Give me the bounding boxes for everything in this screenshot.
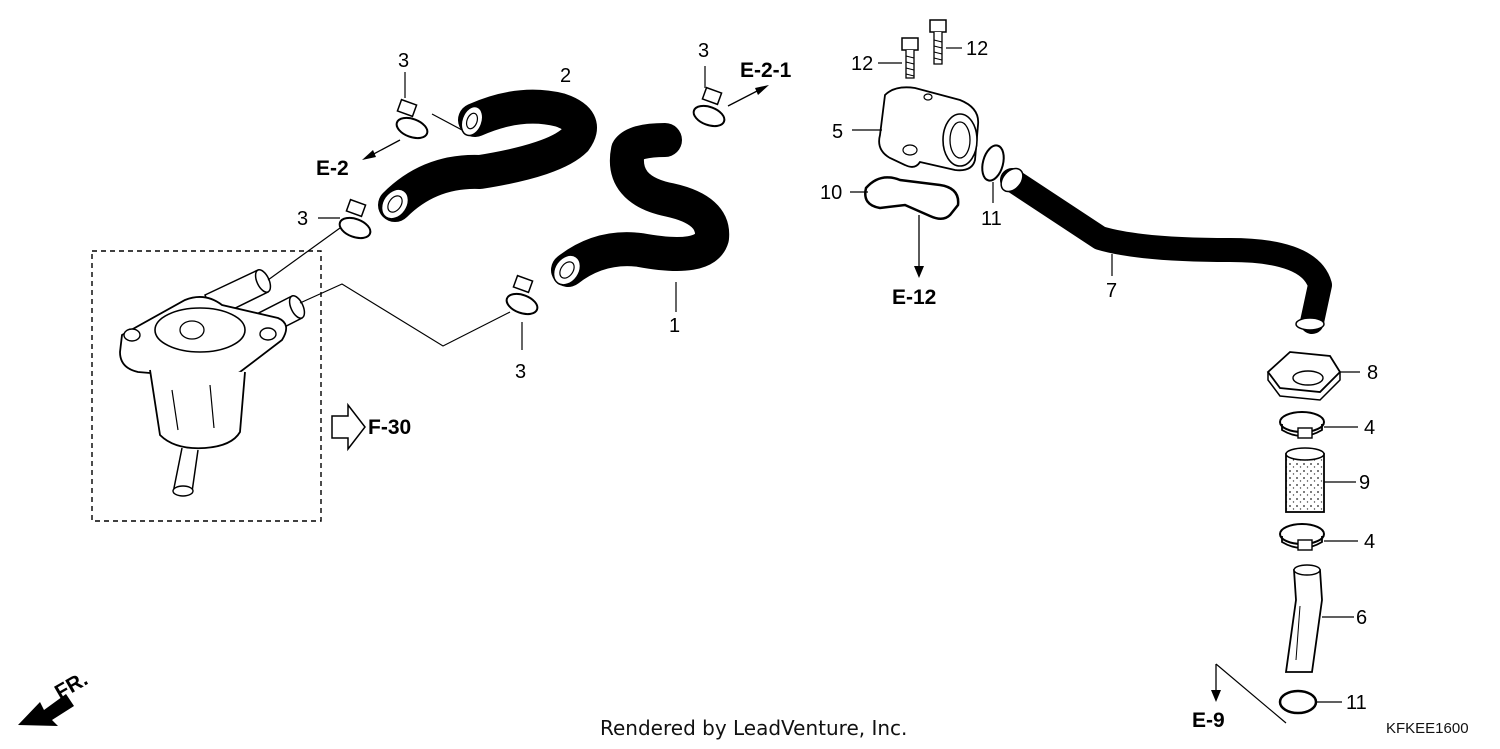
e21-label: E-2-1 (740, 59, 792, 82)
e9-label: E-9 (1192, 709, 1225, 732)
callout-12: 12 (851, 53, 873, 75)
callout-11: 11 (981, 208, 1002, 230)
f30-label: F-30 (368, 416, 411, 439)
callout-3: 3 (515, 361, 526, 383)
f30-reference: F-30 (331, 402, 411, 452)
bolt-12-left (878, 37, 919, 79)
oring-11-top (981, 144, 1005, 203)
clamp-3-bottom (505, 274, 539, 350)
callout-11: 11 (1346, 692, 1367, 714)
e9-reference: E-9 (1192, 664, 1225, 732)
e2-reference: E-2 (316, 139, 401, 180)
clamp-3-left (318, 198, 372, 240)
callout-4: 4 (1364, 417, 1375, 439)
callout-12: 12 (966, 38, 988, 60)
callout-3: 3 (698, 40, 709, 62)
hose-2 (378, 89, 597, 222)
clamp-3-right (692, 66, 726, 128)
oring-11-bottom (1215, 663, 1342, 724)
callout-7: 7 (1106, 280, 1117, 302)
rendered-by-text: Rendered by LeadVenture, Inc. (600, 716, 908, 740)
callout-5: 5 (832, 121, 843, 143)
hose-9 (1285, 447, 1356, 513)
clamp-4-top (1279, 411, 1358, 439)
grommet-8 (1266, 351, 1360, 401)
clamp-3-top (395, 72, 429, 140)
hose-1 (551, 123, 730, 312)
callout-4: 4 (1364, 531, 1375, 553)
callout-2: 2 (560, 65, 571, 87)
front-label: FR. (51, 667, 92, 704)
callout-9: 9 (1359, 472, 1370, 494)
e12-label: E-12 (892, 286, 936, 309)
pipe-7 (1000, 167, 1332, 334)
clamp-4-bottom (1279, 523, 1358, 551)
water-outlet-5 (852, 86, 980, 172)
bolt-12-right (929, 19, 962, 65)
pipe-6 (1284, 564, 1354, 673)
diagram-code: KFKEE1600 (1386, 720, 1469, 737)
callout-10: 10 (820, 182, 842, 204)
callout-3: 3 (398, 50, 409, 72)
gasket-10 (850, 176, 960, 220)
callout-1: 1 (669, 315, 680, 337)
callout-3: 3 (297, 208, 308, 230)
front-arrow: FR. (18, 667, 92, 726)
callout-8: 8 (1367, 362, 1378, 384)
thermostat-assembly (91, 227, 511, 522)
e12-reference: E-12 (892, 215, 936, 309)
e21-reference: E-2-1 (727, 59, 792, 107)
callout-6: 6 (1356, 607, 1367, 629)
e2-label: E-2 (316, 157, 349, 180)
